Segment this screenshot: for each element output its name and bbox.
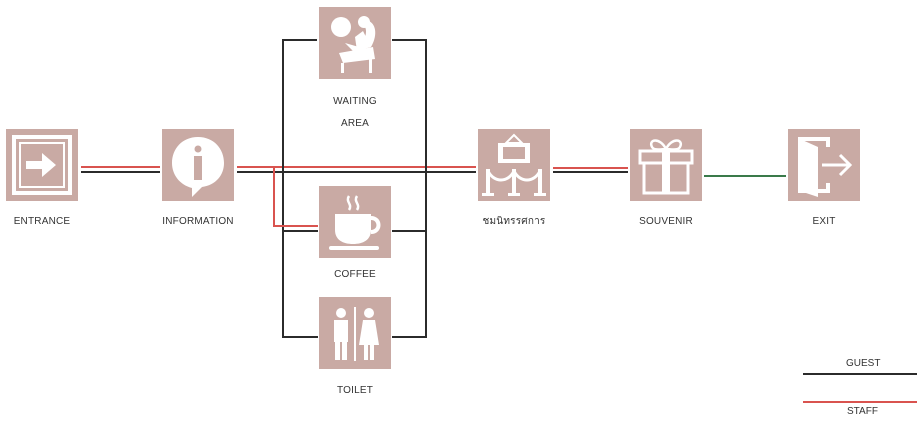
information-label: INFORMATION	[162, 216, 234, 227]
entrance-label: ENTRANCE	[13, 216, 71, 227]
waiting-area-node	[319, 7, 391, 79]
info-speech-bubble-icon	[172, 137, 224, 197]
exit-node	[788, 129, 860, 201]
souvenir-label: SOUVENIR	[639, 216, 693, 227]
guest-loop-left	[282, 39, 318, 338]
souvenir-node	[630, 129, 702, 201]
staff-branch-coffee	[273, 167, 318, 227]
arrow-into-door-icon	[12, 135, 72, 195]
exit-label: EXIT	[812, 216, 836, 227]
restroom-icon	[334, 307, 379, 361]
legend-guest-label: GUEST	[846, 358, 881, 369]
legend-staff-label: STAFF	[847, 406, 878, 417]
coffee-label: COFFEE	[334, 269, 376, 280]
waiting-area-label-line2: AREA	[340, 118, 370, 129]
person-in-armchair-icon	[331, 16, 376, 73]
gift-box-icon	[638, 139, 694, 195]
entrance-node	[6, 129, 78, 201]
toilet-node	[319, 297, 391, 369]
toilet-label: TOILET	[336, 385, 374, 396]
exhibit-frame-icon	[482, 133, 546, 196]
waiting-area-label-line1: WAITING	[333, 96, 377, 107]
guest-loop-right	[392, 39, 427, 338]
exhibition-label: ชมนิทรรศการ	[482, 216, 546, 227]
information-node	[162, 129, 234, 201]
exit-door-icon	[798, 137, 853, 197]
exhibition-node	[478, 129, 550, 201]
coffee-cup-icon	[329, 195, 381, 250]
coffee-node	[319, 186, 391, 258]
